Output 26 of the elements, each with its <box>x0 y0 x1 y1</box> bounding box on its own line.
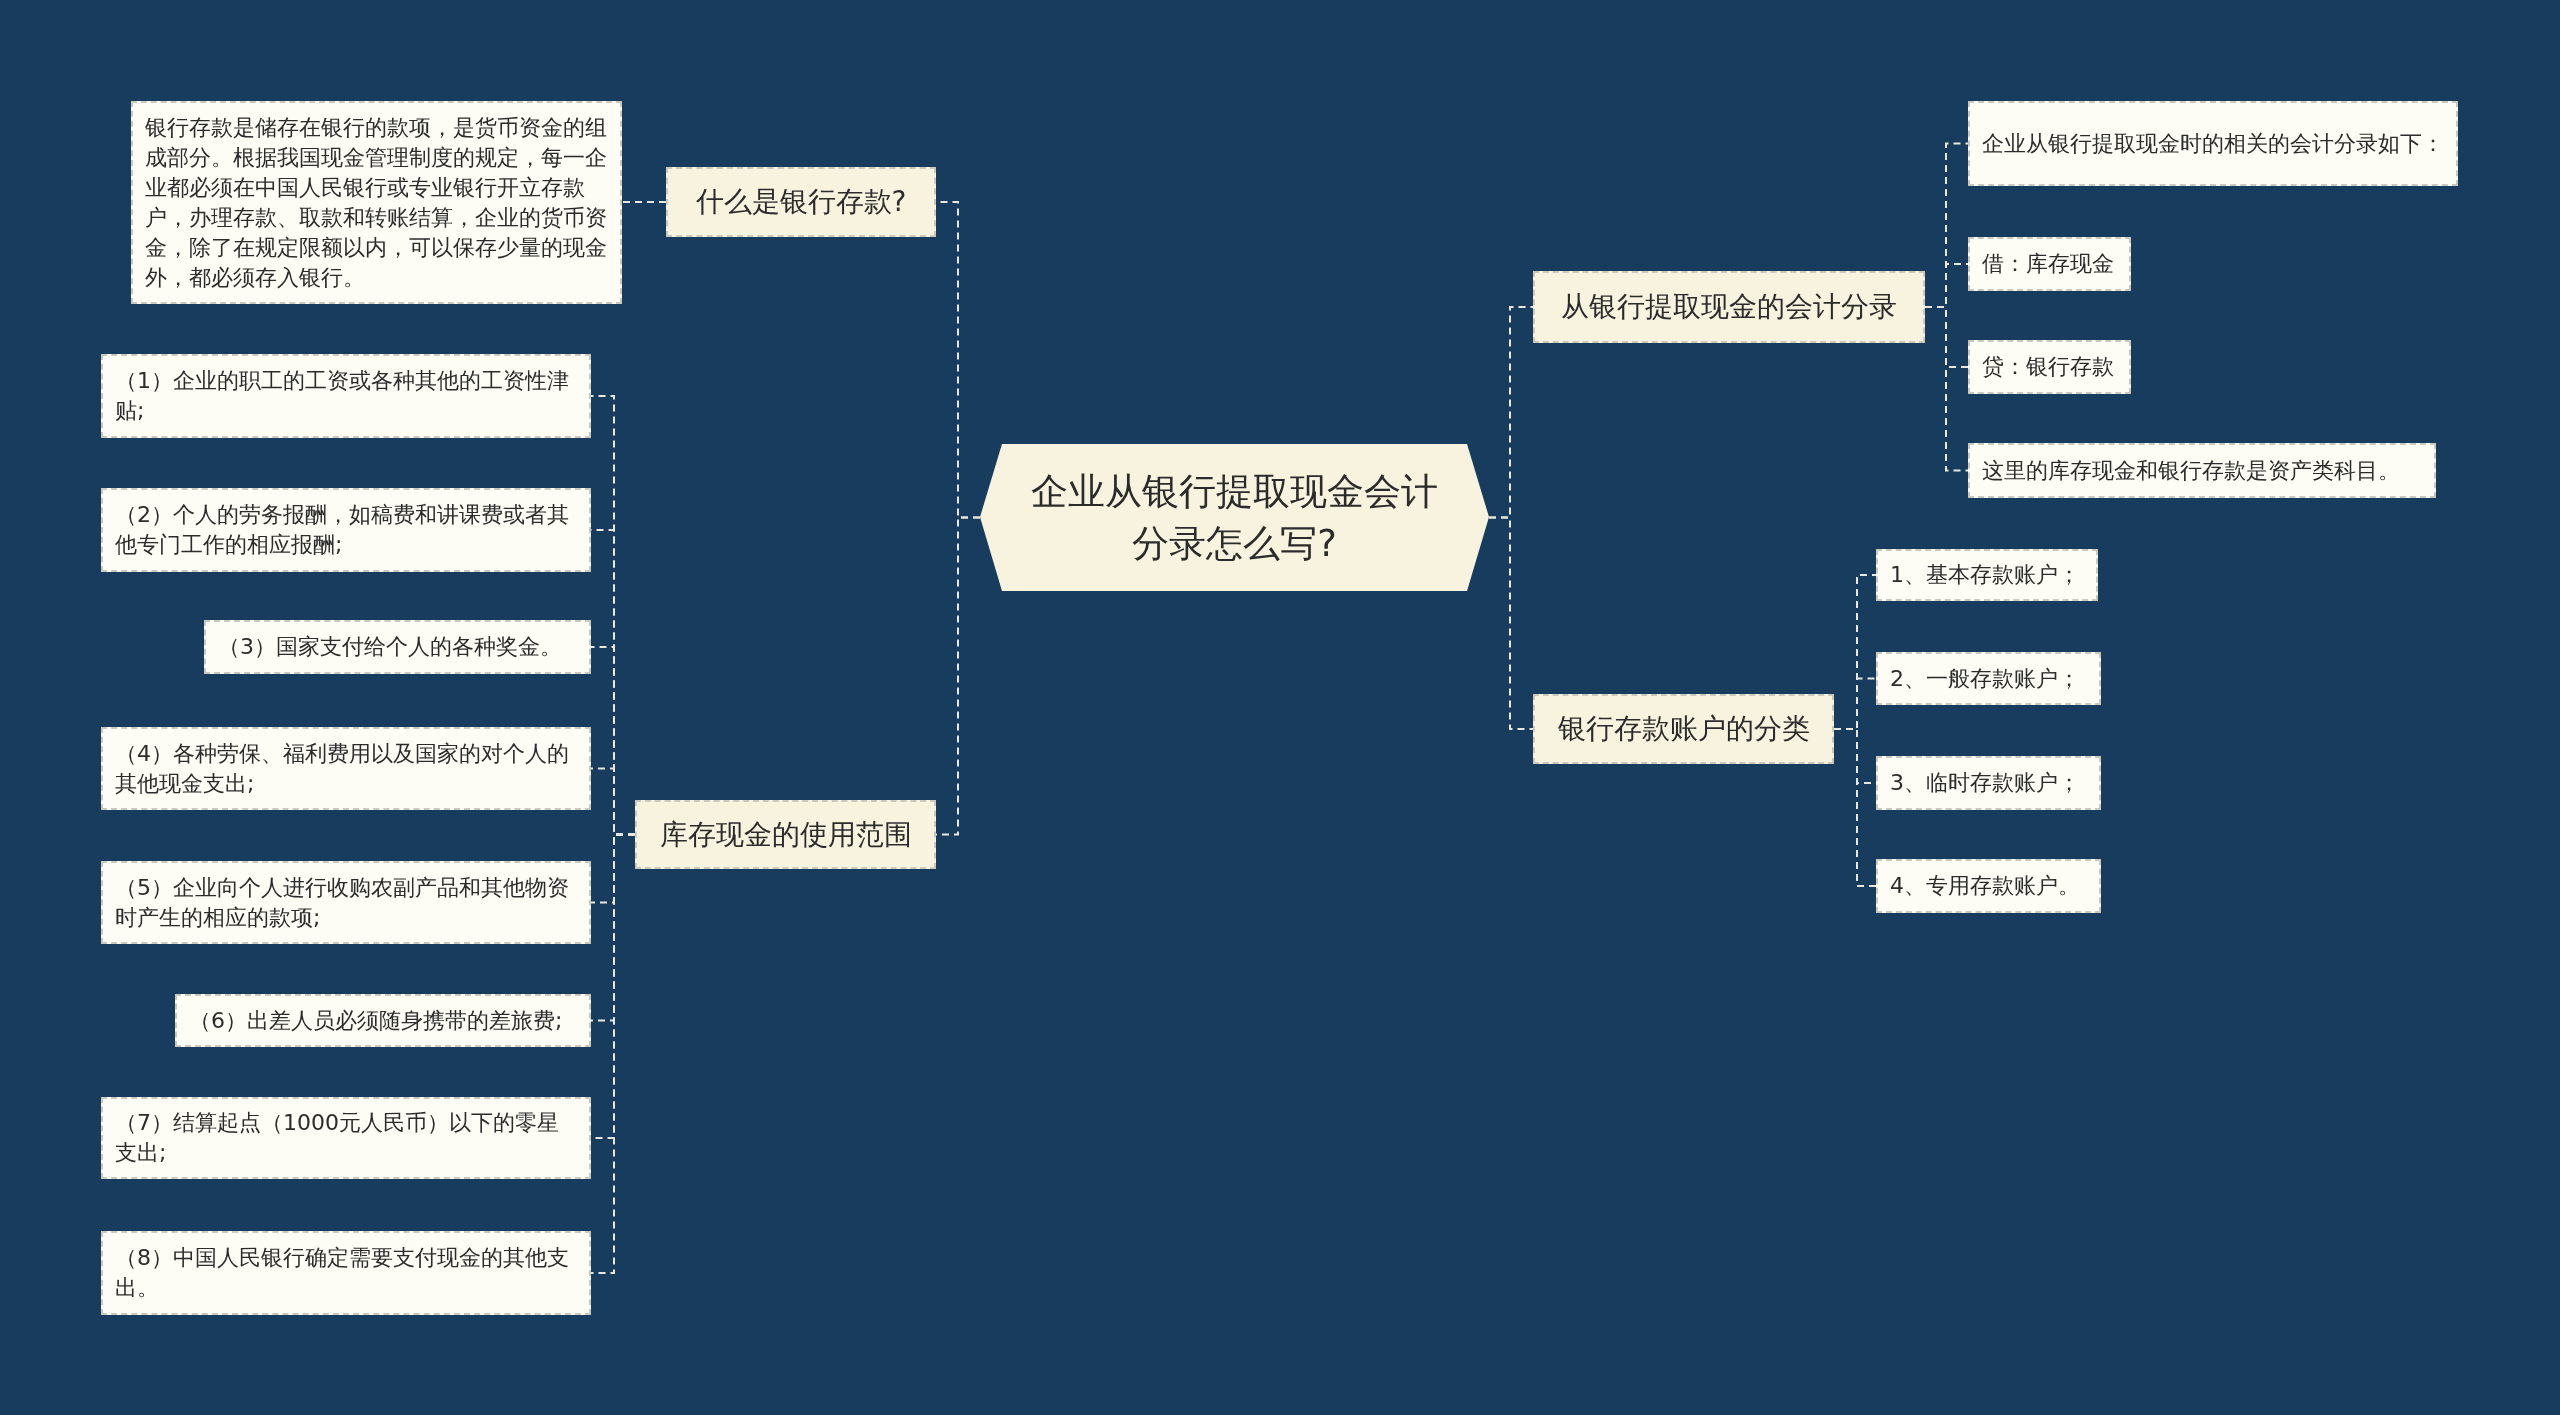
topic-box: 从银行提取现金的会计分录 <box>1533 271 1925 343</box>
note-box: （6）出差人员必须随身携带的差旅费; <box>175 994 591 1047</box>
note-box: 企业从银行提取现金时的相关的会计分录如下： <box>1968 101 2458 186</box>
note-box: 2、一般存款账户； <box>1876 652 2101 705</box>
connector-line <box>1833 728 1877 887</box>
note-box: （5）企业向个人进行收购农副产品和其他物资时产生的相应的款项; <box>101 861 591 944</box>
topic-box: 什么是银行存款? <box>666 167 936 237</box>
note-box: 借：库存现金 <box>1968 237 2131 291</box>
connector-line <box>1488 516 1534 730</box>
connector-line <box>621 201 667 203</box>
note-box: （4）各种劳保、福利费用以及国家的对个人的其他现金支出; <box>101 727 591 810</box>
note-box: 贷：银行存款 <box>1968 340 2131 394</box>
note-box: 3、临时存款账户； <box>1876 756 2101 810</box>
note-box: （2）个人的劳务报酬，如稿费和讲课费或者其他专门工作的相应报酬; <box>101 488 591 572</box>
note-box: 4、专用存款账户。 <box>1876 859 2101 913</box>
note-box: （8）中国人民银行确定需要支付现金的其他支出。 <box>101 1231 591 1315</box>
note-box: （3）国家支付给个人的各种奖金。 <box>204 620 591 674</box>
note-box: （1）企业的职工的工资或各种其他的工资性津贴; <box>101 354 591 438</box>
note-box: 这里的库存现金和银行存款是资产类科目。 <box>1968 443 2436 498</box>
topic-box: 银行存款账户的分类 <box>1533 694 1834 764</box>
note-box: （7）结算起点（1000元人民币）以下的零星支出; <box>101 1097 591 1179</box>
note-box: 银行存款是储存在银行的款项，是货币资金的组成部分。根据我国现金管理制度的规定，每一企业都必须在中国人民银行或专业银行开立存款户，办理存款、取款和转账结算，企业的货币资金，除了在规定限额以内，可以保存少量的现金外，都必须存入银行。 <box>131 101 622 304</box>
connector-line <box>1924 306 1969 472</box>
central-topic: 企业从银行提取现金会计分录怎么写? <box>980 444 1489 591</box>
note-box: 1、基本存款账户； <box>1876 549 2098 601</box>
topic-box: 库存现金的使用范围 <box>635 800 936 869</box>
